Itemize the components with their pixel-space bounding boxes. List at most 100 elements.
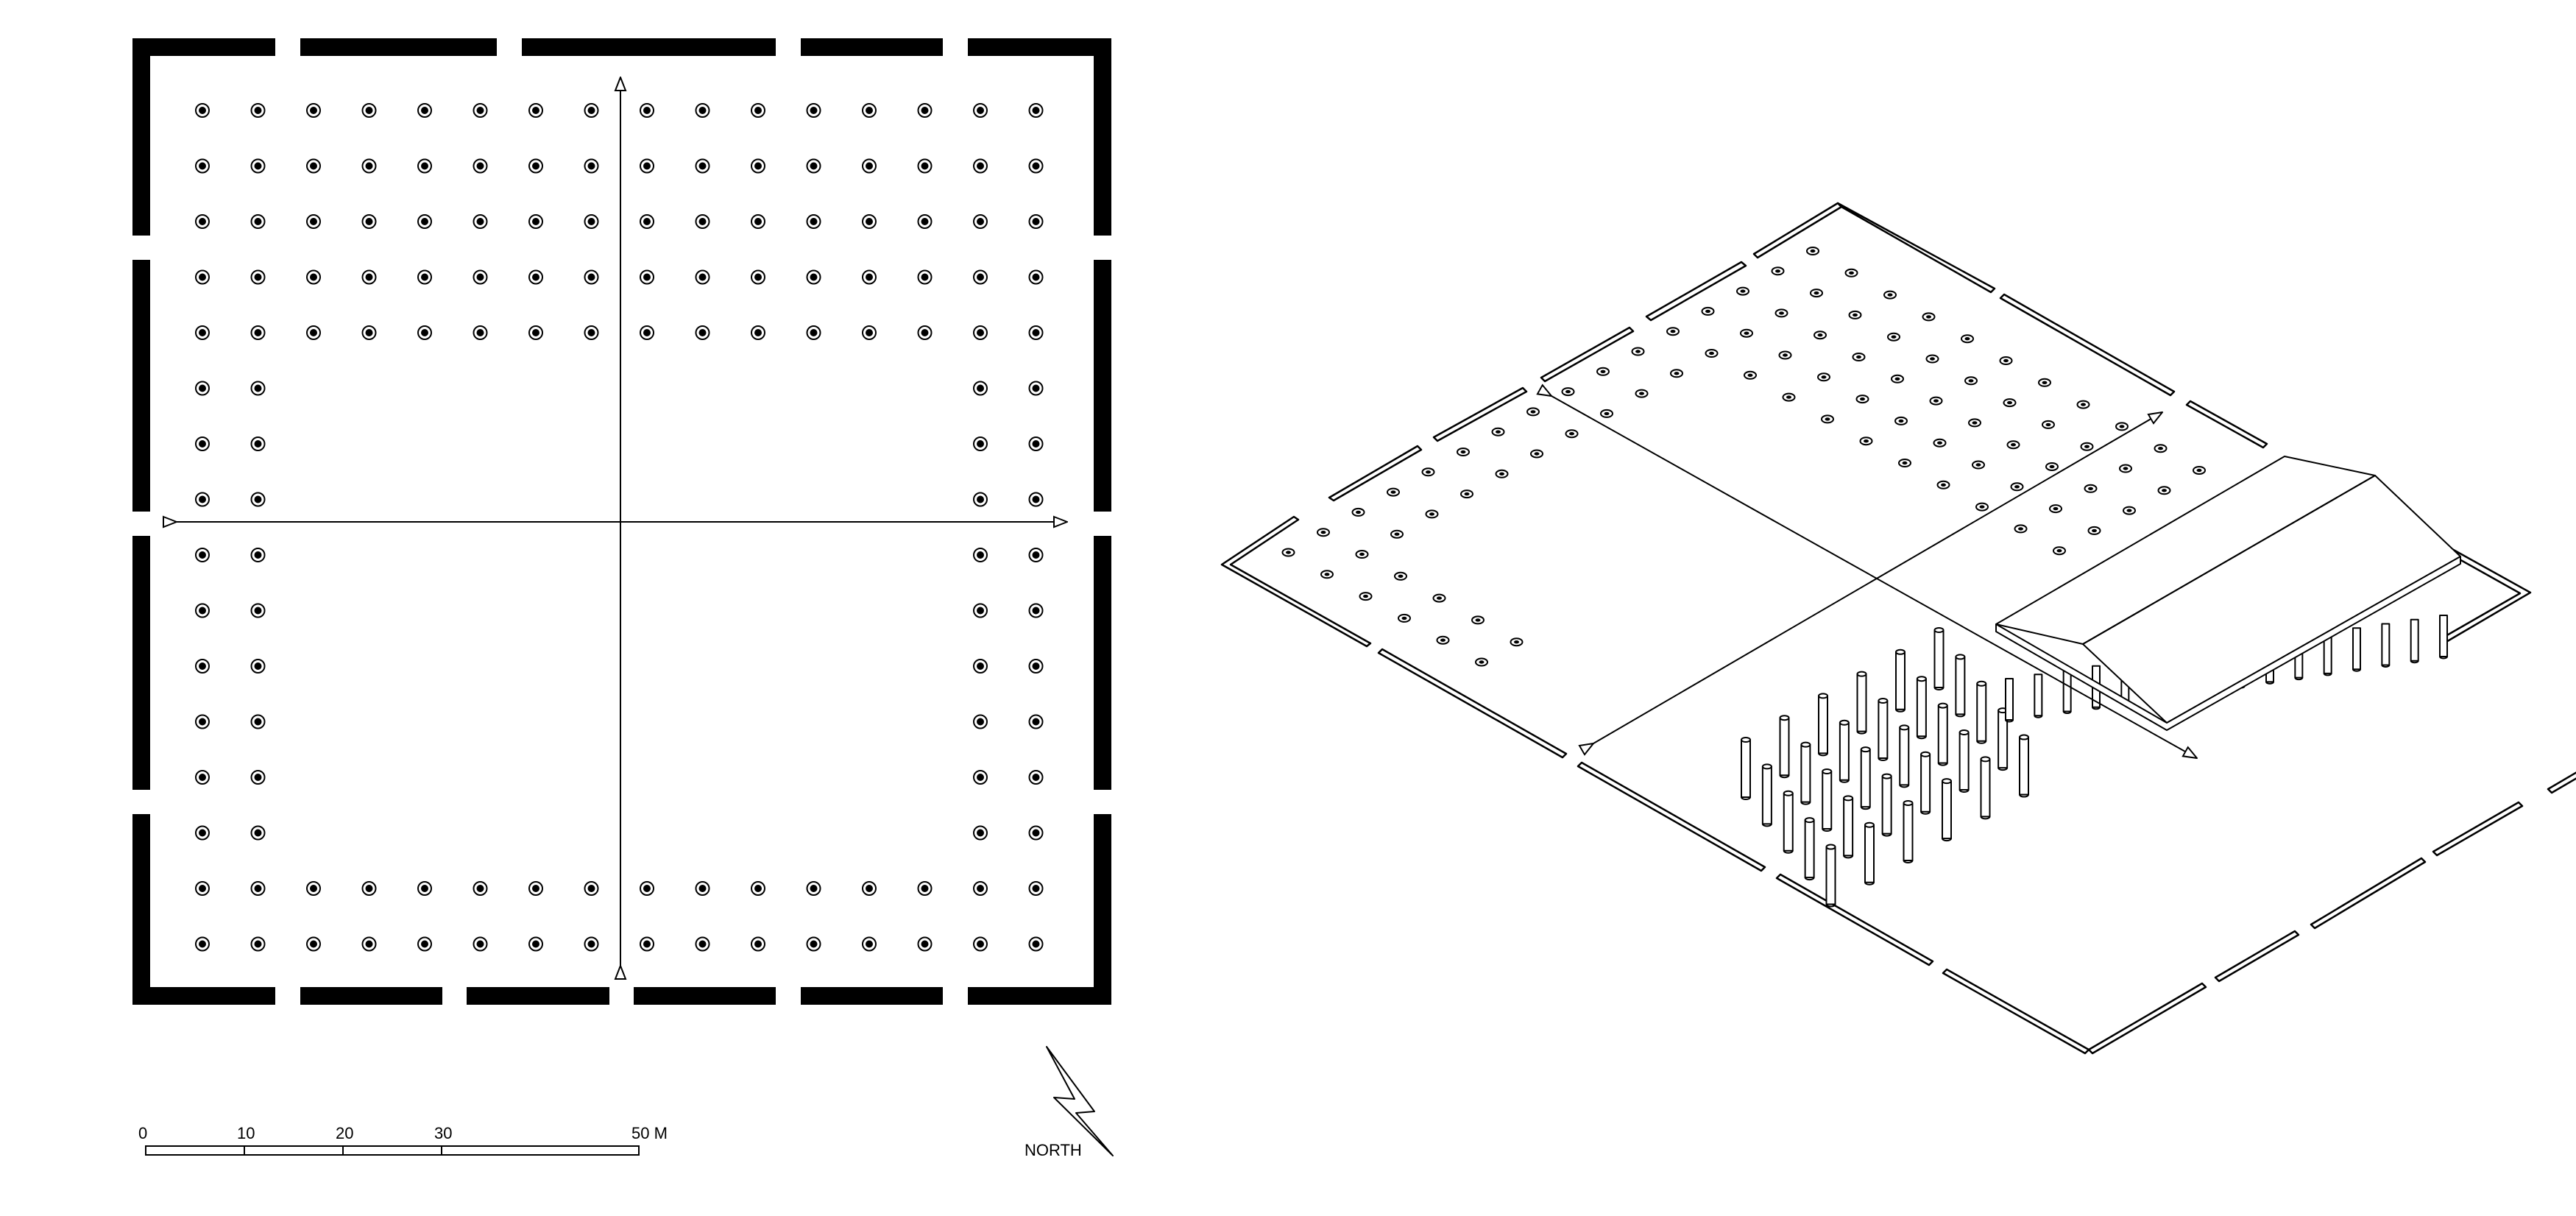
plan-column — [584, 881, 599, 896]
iso-wall-segment — [1645, 261, 1747, 322]
iso-column-base — [1964, 376, 1978, 386]
scale-tick-label: 20 — [336, 1124, 353, 1142]
plan-column — [917, 881, 933, 896]
plan-wall-segment — [132, 987, 275, 1005]
plan-column — [806, 936, 821, 952]
plan-column — [361, 103, 377, 118]
iso-wall-segment — [1577, 761, 1766, 872]
iso-standing-column — [1843, 795, 1854, 859]
plan-column — [195, 492, 210, 507]
plan-column — [306, 103, 321, 118]
iso-wall-segment — [1377, 648, 1568, 759]
iso-column-base — [1317, 528, 1330, 537]
plan-column — [250, 103, 266, 118]
iso-standing-column — [1804, 817, 1815, 881]
plan-column — [473, 881, 488, 896]
iso-column-base — [1821, 414, 1834, 424]
plan-column — [306, 936, 321, 952]
plan-column — [917, 936, 933, 952]
plan-column — [306, 214, 321, 229]
plan-column — [361, 158, 377, 174]
plan-column — [195, 381, 210, 396]
plan-column — [1028, 103, 1044, 118]
iso-hall-column — [2062, 669, 2072, 714]
iso-column-base — [1701, 306, 1715, 316]
scale-bar-frame — [145, 1145, 640, 1156]
plan-column — [584, 936, 599, 952]
iso-column-base — [1475, 657, 1488, 667]
plan-wall-segment — [1094, 260, 1111, 512]
plan-column — [195, 214, 210, 229]
iso-wall-segment — [2432, 801, 2524, 857]
plan-column — [417, 936, 432, 952]
iso-standing-column — [1779, 715, 1790, 779]
iso-standing-column — [2019, 734, 2029, 798]
plan-column — [751, 269, 765, 285]
iso-standing-column — [1825, 844, 1836, 908]
plan-column — [250, 603, 266, 618]
plan-column — [695, 103, 710, 118]
iso-column-base — [1806, 247, 1819, 255]
iso-wall-segment — [1942, 968, 2090, 1055]
plan-column — [973, 936, 988, 952]
plan-column — [973, 214, 988, 229]
plan-column — [250, 936, 266, 952]
plan-column — [584, 325, 599, 340]
iso-wall-segment — [1775, 873, 1934, 966]
iso-column-base — [2014, 524, 2028, 534]
plan-column — [473, 325, 488, 340]
plan-wall-segment — [132, 38, 275, 56]
iso-column-base — [2053, 546, 2066, 556]
plan-column — [1028, 603, 1044, 618]
plan-column — [195, 548, 210, 562]
plan-column — [973, 269, 988, 285]
iso-column-base — [1565, 429, 1579, 439]
plan-wall-segment — [1094, 38, 1111, 236]
plan-view — [132, 38, 1111, 1005]
plan-column — [250, 214, 266, 229]
plan-column — [361, 936, 377, 952]
iso-standing-column — [1761, 763, 1772, 827]
iso-column-base — [1736, 286, 1749, 296]
iso-column-base — [2084, 484, 2098, 493]
plan-column — [306, 325, 321, 340]
iso-column-base — [2193, 466, 2206, 475]
north-arrow: NORTH — [1025, 1046, 1114, 1159]
iso-column-base — [1457, 448, 1470, 456]
plan-column — [973, 436, 988, 451]
iso-standing-column — [1899, 724, 1910, 788]
plan-column — [751, 103, 765, 118]
plan-column — [473, 936, 488, 952]
iso-column-base — [2157, 486, 2171, 495]
plan-column — [250, 381, 266, 396]
plan-column — [862, 881, 877, 896]
iso-column-base — [1999, 356, 2013, 365]
plan-column — [195, 436, 210, 451]
plan-column — [361, 881, 377, 896]
plan-column — [973, 659, 988, 674]
plan-column — [473, 214, 488, 229]
iso-column-base — [1933, 438, 1947, 448]
iso-standing-column — [1916, 676, 1927, 740]
plan-column — [1028, 881, 1044, 896]
iso-column-base — [1526, 407, 1540, 417]
iso-column-base — [1852, 353, 1866, 361]
plan-column — [250, 770, 266, 785]
plan-column — [417, 325, 432, 340]
plan-column — [806, 269, 821, 285]
iso-wall-segment — [1220, 515, 1372, 648]
plan-wall-segment — [1094, 814, 1111, 1005]
plan-column — [195, 603, 210, 618]
iso-column-base — [1817, 372, 1830, 382]
scale-tick-label: 50 M — [631, 1124, 668, 1142]
plan-column — [862, 103, 877, 118]
iso-column-base — [2076, 400, 2090, 409]
plan-column — [695, 325, 710, 340]
iso-standing-columns — [1741, 627, 2029, 908]
plan-wall-segment — [132, 814, 150, 1005]
iso-column-base — [1561, 387, 1575, 397]
plan-column — [528, 103, 543, 118]
